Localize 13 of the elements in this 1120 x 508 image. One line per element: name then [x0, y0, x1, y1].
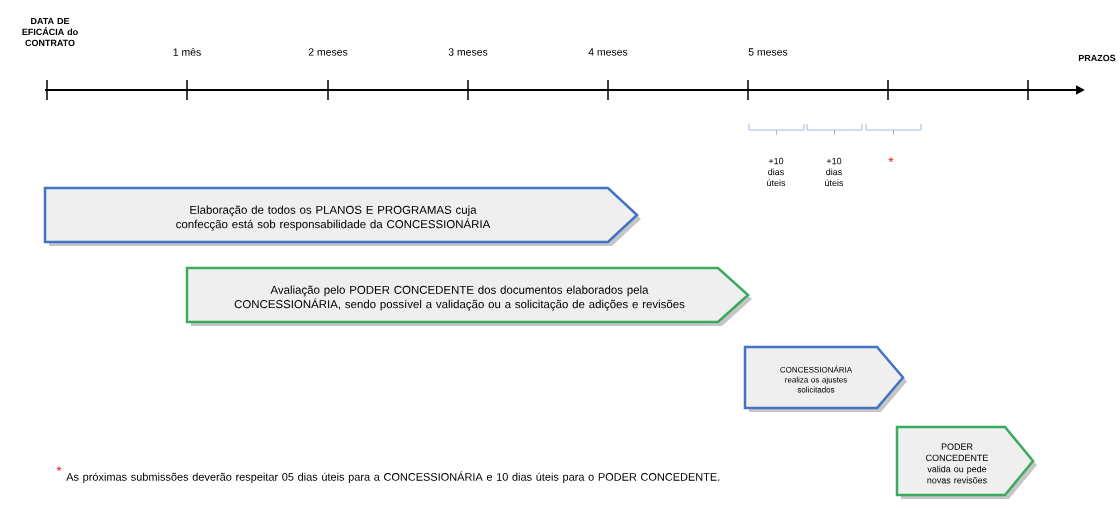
tick-label: 3 meses: [448, 48, 488, 56]
timeline-label: DATA DE EFICÁCIA do CONTRATO: [22, 17, 78, 47]
tick-label: 2 meses: [308, 48, 348, 56]
tick-label: 5 meses: [748, 48, 788, 56]
arrow-box: PODER CONCEDENTE valida ou pede novas revisões: [895, 425, 1037, 499]
asterisk: *: [888, 157, 894, 163]
asterisk: *: [56, 466, 62, 472]
tick-label: 4 meses: [588, 48, 628, 56]
axis-label: PRAZOS: [1078, 54, 1116, 62]
tick-label: 1 mês: [173, 48, 201, 56]
footnote: As próximas submissões deverão respeitar 05 dias úteis para a CONCESSIONÁRIA e 10 dias úteis para o PODER CONCEDENTE.: [66, 471, 720, 483]
brace-label: +10 dias úteis: [767, 157, 786, 187]
brace-label: +10 dias úteis: [825, 157, 844, 187]
